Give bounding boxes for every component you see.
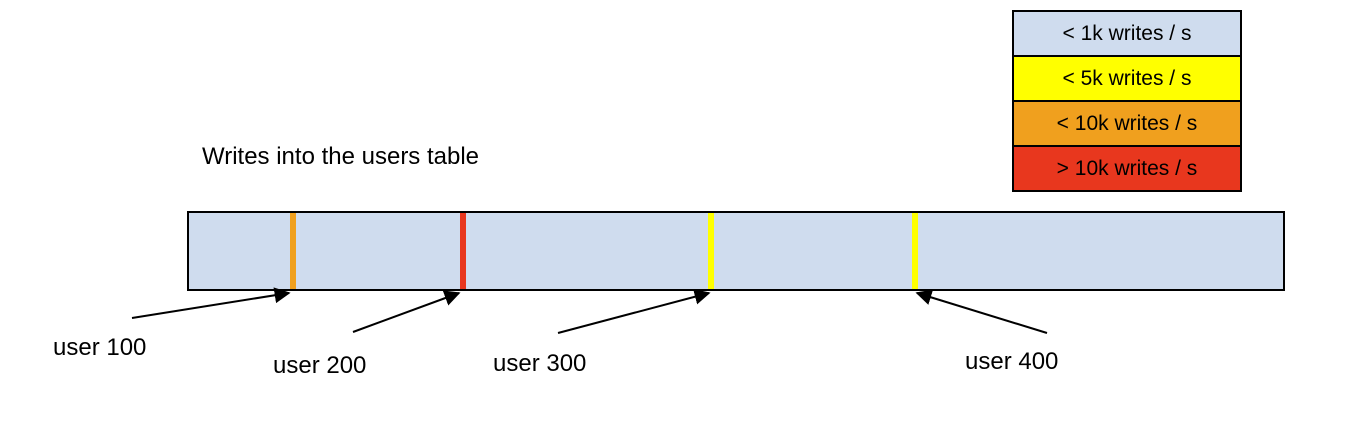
diagram-title: Writes into the users table — [202, 143, 480, 170]
arrow-user-400 — [915, 289, 1048, 334]
legend-item-lt-1k: < 1k writes / s — [1012, 10, 1242, 57]
user-100-label: user 100 — [53, 334, 147, 361]
legend-item-lt-10k: < 10k writes / s — [1012, 100, 1242, 147]
user-300-label: user 300 — [493, 350, 587, 377]
legend-item-lt-5k: < 5k writes / s — [1012, 55, 1242, 102]
arrow-user-300 — [557, 288, 711, 334]
arrow-user-200 — [352, 290, 461, 333]
legend: < 1k writes / s < 5k writes / s < 10k wr… — [1012, 10, 1242, 192]
write-hotspot-marker-user-300 — [708, 213, 714, 289]
user-200-label: user 200 — [273, 352, 367, 379]
write-hotspot-marker-user-400 — [912, 213, 918, 289]
user-400-label: user 400 — [965, 348, 1059, 375]
write-hotspot-marker-user-200 — [460, 213, 466, 289]
users-table-bar — [187, 211, 1285, 291]
legend-item-gt-10k: > 10k writes / s — [1012, 145, 1242, 192]
write-hotspot-marker-user-100 — [290, 213, 296, 289]
arrow-user-100 — [131, 287, 291, 319]
